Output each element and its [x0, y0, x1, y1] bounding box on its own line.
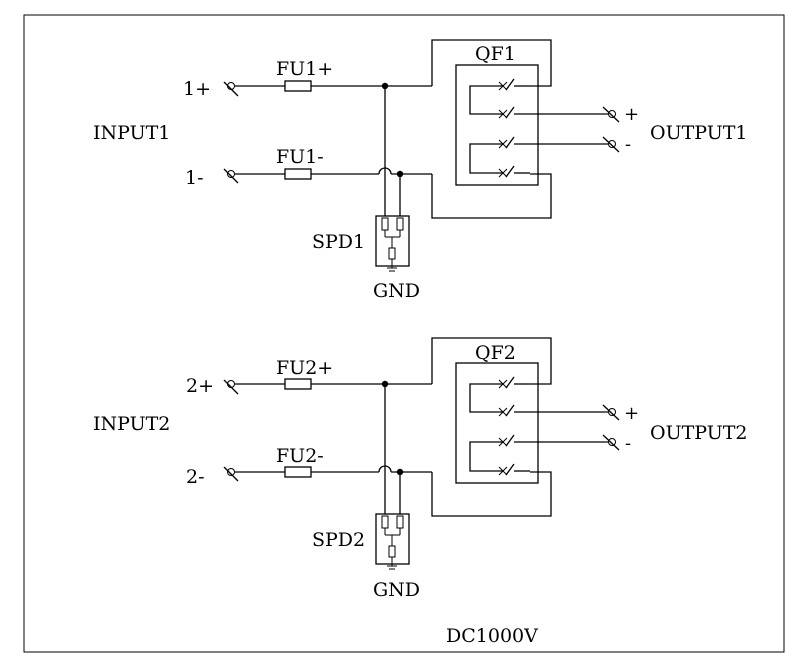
input-label: INPUT2	[93, 413, 170, 435]
positive-terminal-label: 1+	[183, 78, 211, 100]
output-positive-sign: +	[624, 104, 639, 125]
fuse-negative-label: FU2-	[276, 445, 324, 467]
output-negative-sign: -	[625, 134, 631, 155]
input-label: INPUT1	[93, 122, 170, 144]
fuse-negative-label: FU1-	[276, 146, 324, 168]
negative-terminal-label: 2-	[186, 466, 205, 488]
negative-terminal-label: 1-	[185, 167, 204, 189]
breaker-label: QF2	[475, 342, 516, 364]
circuit-1: INPUT1 1+ 1- FU1+ FU1- QF1 SPD1 GND OUTP…	[93, 39, 748, 302]
ground-label: GND	[373, 280, 420, 302]
spd-label: SPD1	[312, 231, 365, 253]
output-label: OUTPUT1	[650, 122, 748, 144]
positive-terminal-label: 2+	[186, 375, 214, 397]
spd-label: SPD2	[312, 529, 365, 551]
fuse-negative	[284, 168, 312, 180]
fuse-positive-label: FU2+	[276, 357, 333, 379]
breaker-frame	[455, 362, 539, 484]
diagram-border	[23, 14, 785, 653]
circuit-2: INPUT2 2+ 2- FU2+ FU2- QF2 SPD2 GND OUTP…	[93, 337, 748, 601]
fuse-negative	[284, 466, 312, 478]
fuse-positive-label: FU1+	[276, 58, 333, 80]
output-positive-sign: +	[624, 403, 639, 424]
schematic-lines	[223, 337, 620, 570]
breaker-label: QF1	[475, 43, 516, 65]
fuse-positive	[284, 378, 312, 390]
voltage-rating: DC1000V	[446, 625, 538, 647]
output-negative-sign: -	[625, 433, 631, 454]
schematic-lines	[223, 39, 620, 272]
output-label: OUTPUT2	[650, 422, 748, 444]
fuse-positive	[284, 80, 312, 92]
breaker-frame	[455, 64, 539, 186]
ground-label: GND	[373, 579, 420, 601]
